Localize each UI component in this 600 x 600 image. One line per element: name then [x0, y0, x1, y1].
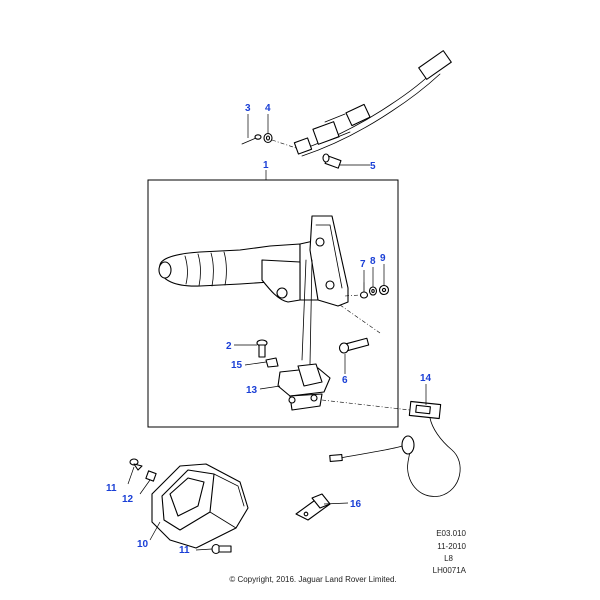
model-variant: L8	[444, 554, 453, 563]
callout-11-lower: 11	[179, 545, 190, 556]
reference-block: E03.010 11-2010 L8 LH0071A	[433, 529, 467, 575]
copyright-notice: © Copyright, 2016. Jaguar Land Rover Lim…	[229, 575, 396, 584]
callout-9: 9	[380, 253, 386, 264]
callout-labels: 1 2 3 4 5 6 7 8 9 10 11 11 12 13 14 15 1…	[106, 103, 432, 556]
part-6-bolt	[338, 337, 370, 354]
part-12-clip	[145, 470, 157, 482]
part-14-switch-harness	[329, 400, 461, 497]
callout-13: 13	[246, 385, 258, 396]
part-7-screw	[359, 282, 369, 299]
illustration-ref: LH0071A	[433, 566, 467, 575]
section-code: E03.010	[436, 529, 466, 538]
part-13-switch-bracket	[277, 363, 331, 411]
part-10-console-trim	[151, 463, 249, 549]
callout-16: 16	[350, 499, 362, 510]
callout-7: 7	[360, 259, 366, 270]
part-16-bracket	[295, 493, 331, 521]
lever-mounting-bracket	[309, 215, 349, 307]
part-5-clevis-pin	[322, 153, 342, 169]
assembly-box	[147, 179, 399, 428]
issue-date: 11-2010	[437, 542, 466, 551]
callout-6: 6	[342, 375, 348, 386]
part-11-screw-upper	[129, 458, 143, 471]
part-2-bolt	[256, 339, 268, 358]
callout-4: 4	[265, 103, 271, 114]
part-15-clip	[265, 357, 279, 368]
callout-15: 15	[231, 360, 243, 371]
part-3-bolt	[241, 134, 262, 145]
callout-3: 3	[245, 103, 251, 114]
callout-2: 2	[226, 341, 232, 352]
part-4-washer	[263, 132, 273, 144]
callout-8: 8	[370, 256, 376, 267]
leader-lines	[127, 114, 427, 551]
brake-cable-end	[293, 50, 452, 157]
part-8-washer	[368, 286, 378, 296]
callout-5: 5	[370, 161, 376, 172]
callout-1: 1	[263, 160, 269, 171]
callout-10: 10	[137, 539, 149, 550]
handbrake-lever	[158, 239, 319, 303]
callout-11-upper: 11	[106, 483, 117, 494]
part-9-nut	[378, 284, 390, 296]
callout-14: 14	[420, 373, 432, 384]
part-11-screw-lower	[211, 543, 232, 555]
callout-12: 12	[122, 494, 134, 505]
